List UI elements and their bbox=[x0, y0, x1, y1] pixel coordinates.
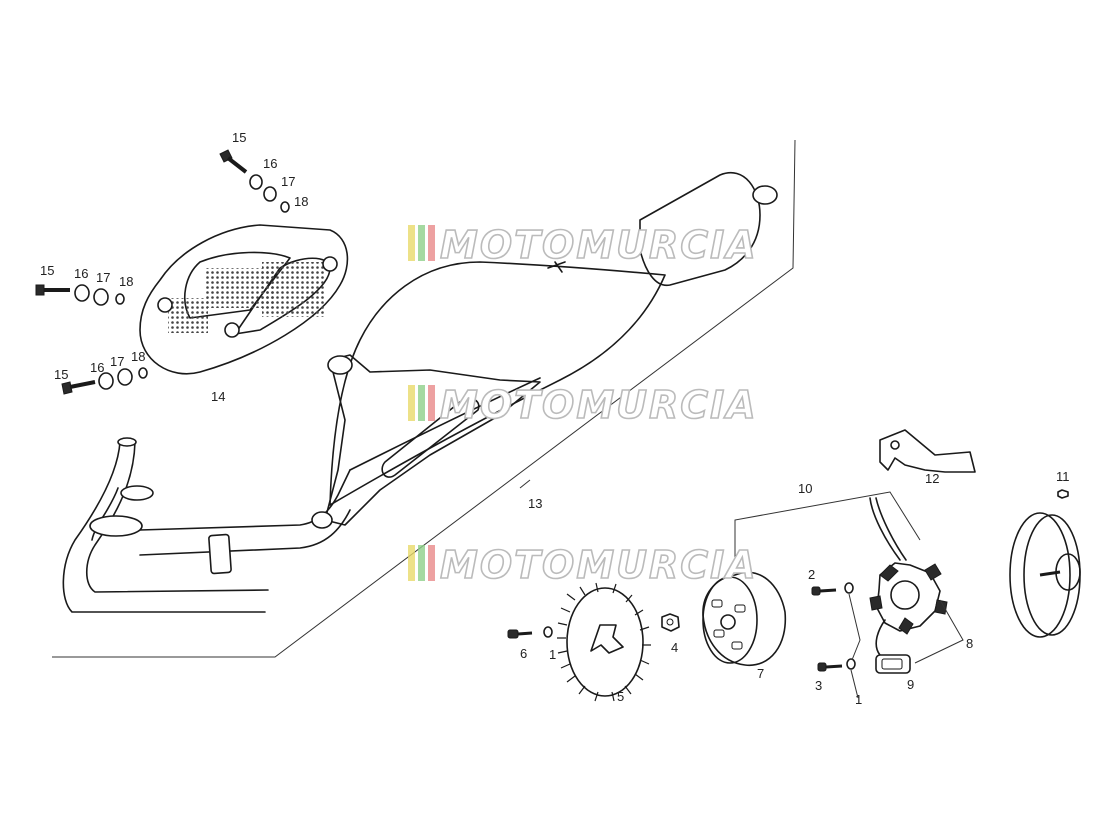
watermark-middle: MOTOMURCIA bbox=[408, 382, 758, 428]
heat-guard-perforation bbox=[168, 262, 324, 333]
label-part-3: 3 bbox=[815, 678, 822, 693]
label-part-1: 1 bbox=[549, 647, 556, 662]
stator-screw-lower bbox=[817, 658, 856, 672]
label-part-12: 12 bbox=[925, 471, 939, 486]
label-part-13: 13 bbox=[528, 496, 542, 511]
label-part-9: 9 bbox=[907, 677, 914, 692]
label-part-2: 2 bbox=[808, 567, 815, 582]
exhaust-bracket bbox=[879, 429, 976, 473]
guard-fasteners-left bbox=[35, 284, 125, 306]
label-part-17: 17 bbox=[96, 270, 110, 285]
flywheel-nut bbox=[661, 613, 680, 632]
label-part-8: 8 bbox=[966, 636, 973, 651]
label-part-15: 15 bbox=[232, 130, 246, 145]
label-part-18: 18 bbox=[119, 274, 133, 289]
exhaust-group-outline bbox=[52, 139, 796, 658]
label-part-6: 6 bbox=[520, 646, 527, 661]
flywheel-fan bbox=[557, 582, 651, 702]
label-part-18: 18 bbox=[294, 194, 308, 209]
rotor bbox=[702, 571, 787, 666]
label-part-15: 15 bbox=[54, 367, 68, 382]
label-part-15: 15 bbox=[40, 263, 54, 278]
fan-screw bbox=[507, 629, 533, 639]
watermark-text: MOTOMURCIA bbox=[440, 383, 758, 427]
label-part-17: 17 bbox=[110, 354, 124, 369]
label-part-14: 14 bbox=[211, 389, 225, 404]
label-part-10: 10 bbox=[798, 481, 812, 496]
label-part-1: 1 bbox=[855, 692, 862, 707]
watermark-text: MOTOMURCIA bbox=[440, 223, 758, 267]
exhaust-muffler bbox=[62, 172, 778, 613]
label-part-5: 5 bbox=[617, 689, 624, 704]
stator-group-outline bbox=[734, 491, 921, 570]
label-part-11: 11 bbox=[1056, 469, 1070, 484]
crankshaft-housing bbox=[1009, 489, 1081, 638]
watermark-bottom: MOTOMURCIA bbox=[408, 542, 758, 588]
watermark-top: MOTOMURCIA bbox=[408, 222, 758, 268]
label-part-16: 16 bbox=[90, 360, 104, 375]
label-part-18: 18 bbox=[131, 349, 145, 364]
pickup-sensor bbox=[875, 654, 911, 674]
label-part-16: 16 bbox=[74, 266, 88, 281]
guard-fasteners-top bbox=[219, 149, 290, 213]
label-part-4: 4 bbox=[671, 640, 678, 655]
label-part-16: 16 bbox=[263, 156, 277, 171]
fan-washer bbox=[543, 626, 553, 638]
part-labels: 15 16 17 18 15 16 17 18 15 16 17 18 14 1… bbox=[40, 130, 1070, 707]
guard-fasteners-bottom bbox=[61, 367, 148, 395]
watermark-text: MOTOMURCIA bbox=[440, 543, 758, 587]
label-part-17: 17 bbox=[281, 174, 295, 189]
heat-guard-cover bbox=[139, 224, 349, 375]
stator-coil bbox=[869, 497, 948, 656]
stator-screw-upper bbox=[811, 582, 854, 596]
label-part-7: 7 bbox=[757, 666, 764, 681]
